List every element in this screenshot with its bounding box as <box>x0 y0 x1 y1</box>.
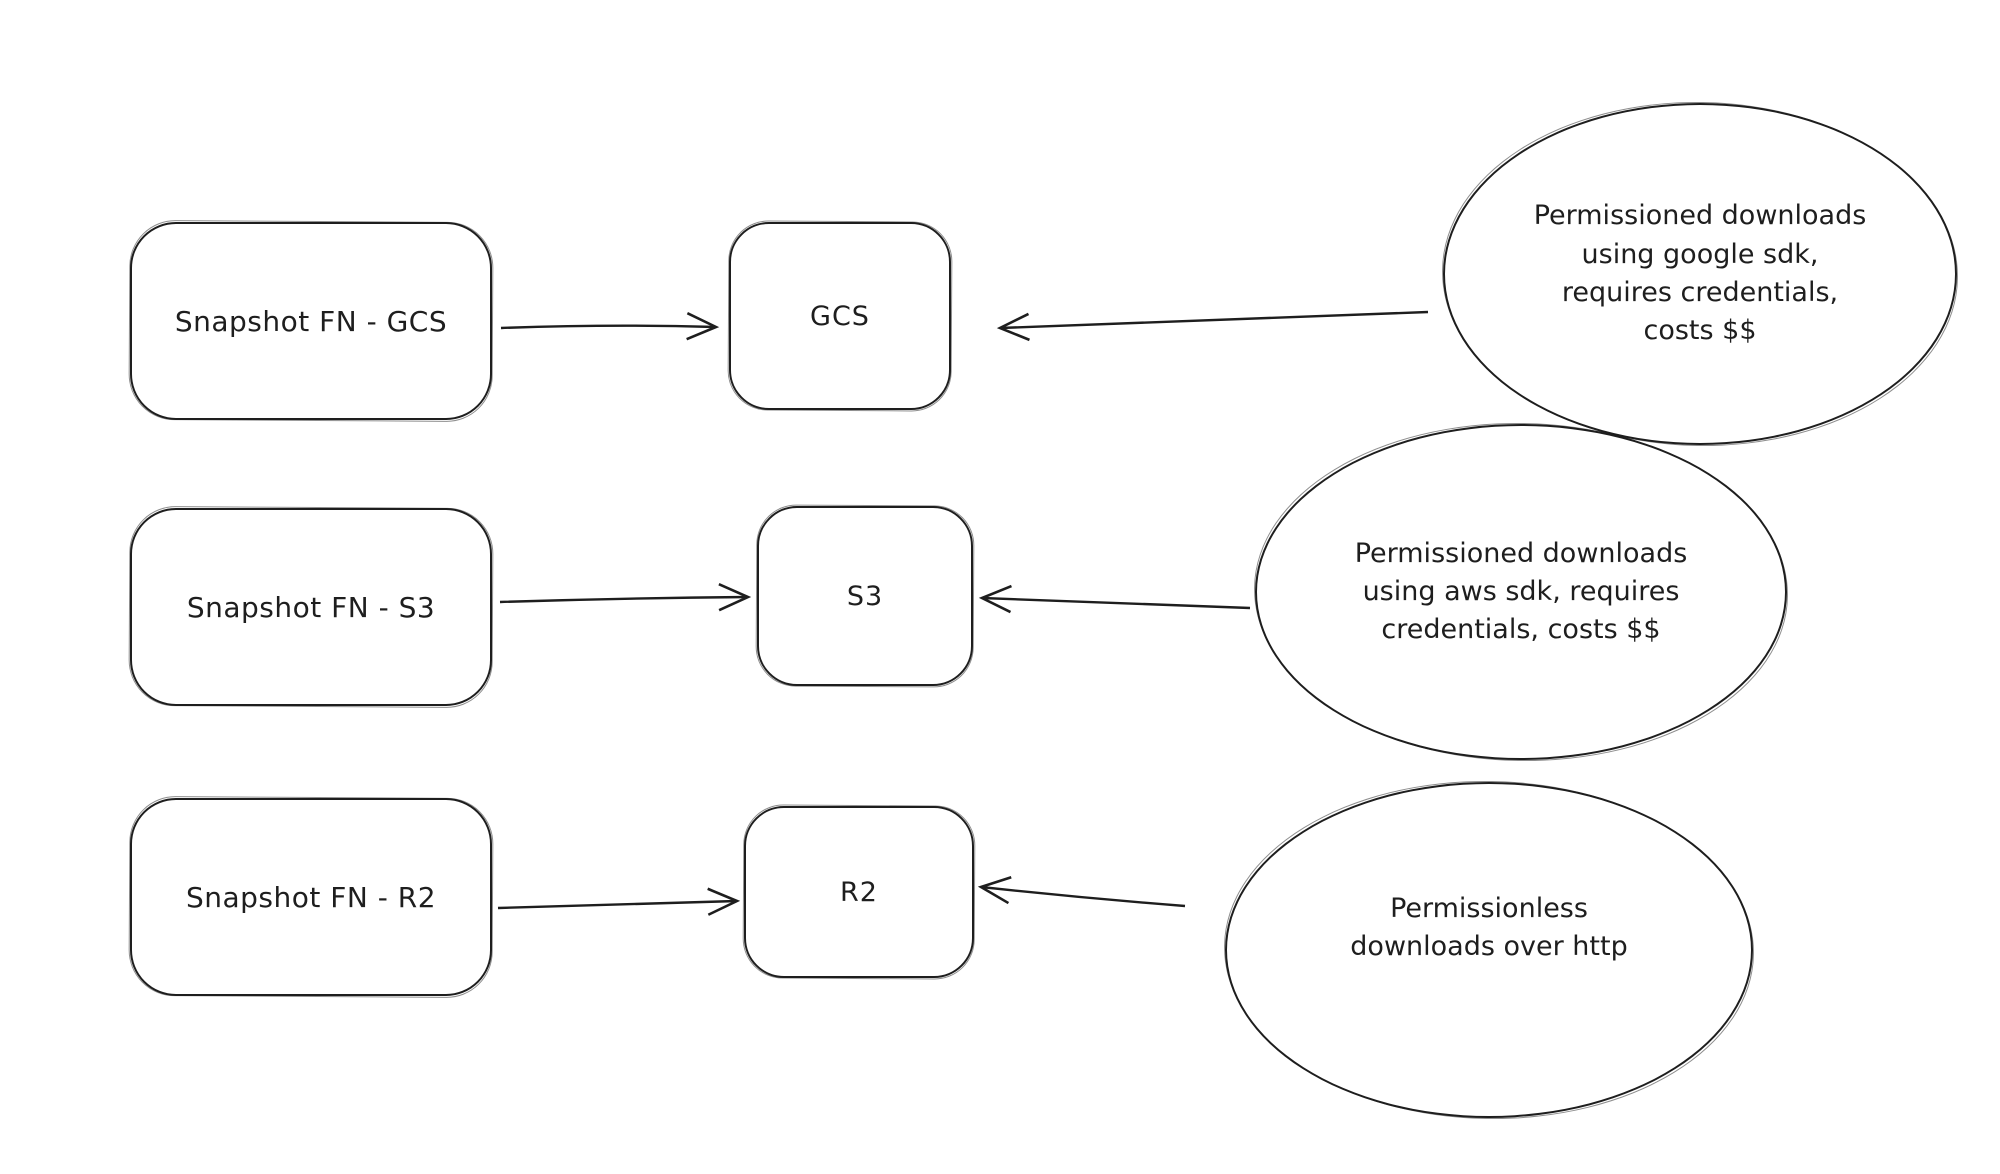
arrow-note-s3-to-s3 <box>978 584 1251 614</box>
node-r2-label: R2 <box>840 876 878 908</box>
node-r2: R2 <box>744 806 974 978</box>
node-s3-label: S3 <box>846 580 884 612</box>
node-snapshot-fn-gcs: Snapshot FN - GCS <box>130 222 492 420</box>
arrow-note-gcs-to-gcs <box>996 310 1429 342</box>
note-gcs-ellipse: Permissioned downloads using google sdk,… <box>1443 103 1957 445</box>
note-r2-label: Permissionless downloads over http <box>1350 892 1628 962</box>
node-gcs-label: GCS <box>810 300 870 332</box>
note-r2-ellipse: Permissionless downloads over http <box>1225 782 1753 1118</box>
arrow-snapshot-fn-s3-to-s3 <box>499 583 752 612</box>
node-snapshot-fn-s3: Snapshot FN - S3 <box>130 508 492 706</box>
node-snapshot-fn-r2-label: Snapshot FN - R2 <box>185 880 437 914</box>
note-s3-label: Permissioned downloads using aws sdk, re… <box>1354 537 1688 646</box>
arrow-snapshot-fn-r2-to-r2 <box>497 887 741 916</box>
arrow-snapshot-fn-gcs-to-gcs <box>500 311 720 341</box>
node-snapshot-fn-s3-label: Snapshot FN - S3 <box>186 590 436 624</box>
note-gcs-label: Permissioned downloads using google sdk,… <box>1533 200 1867 347</box>
node-snapshot-fn-r2: Snapshot FN - R2 <box>130 798 492 996</box>
node-snapshot-fn-gcs-label: Snapshot FN - GCS <box>174 304 448 338</box>
node-gcs: GCS <box>729 222 951 410</box>
arrow-note-r2-to-r2 <box>977 875 1186 908</box>
note-s3-ellipse: Permissioned downloads using aws sdk, re… <box>1255 424 1787 760</box>
node-s3: S3 <box>757 506 973 686</box>
